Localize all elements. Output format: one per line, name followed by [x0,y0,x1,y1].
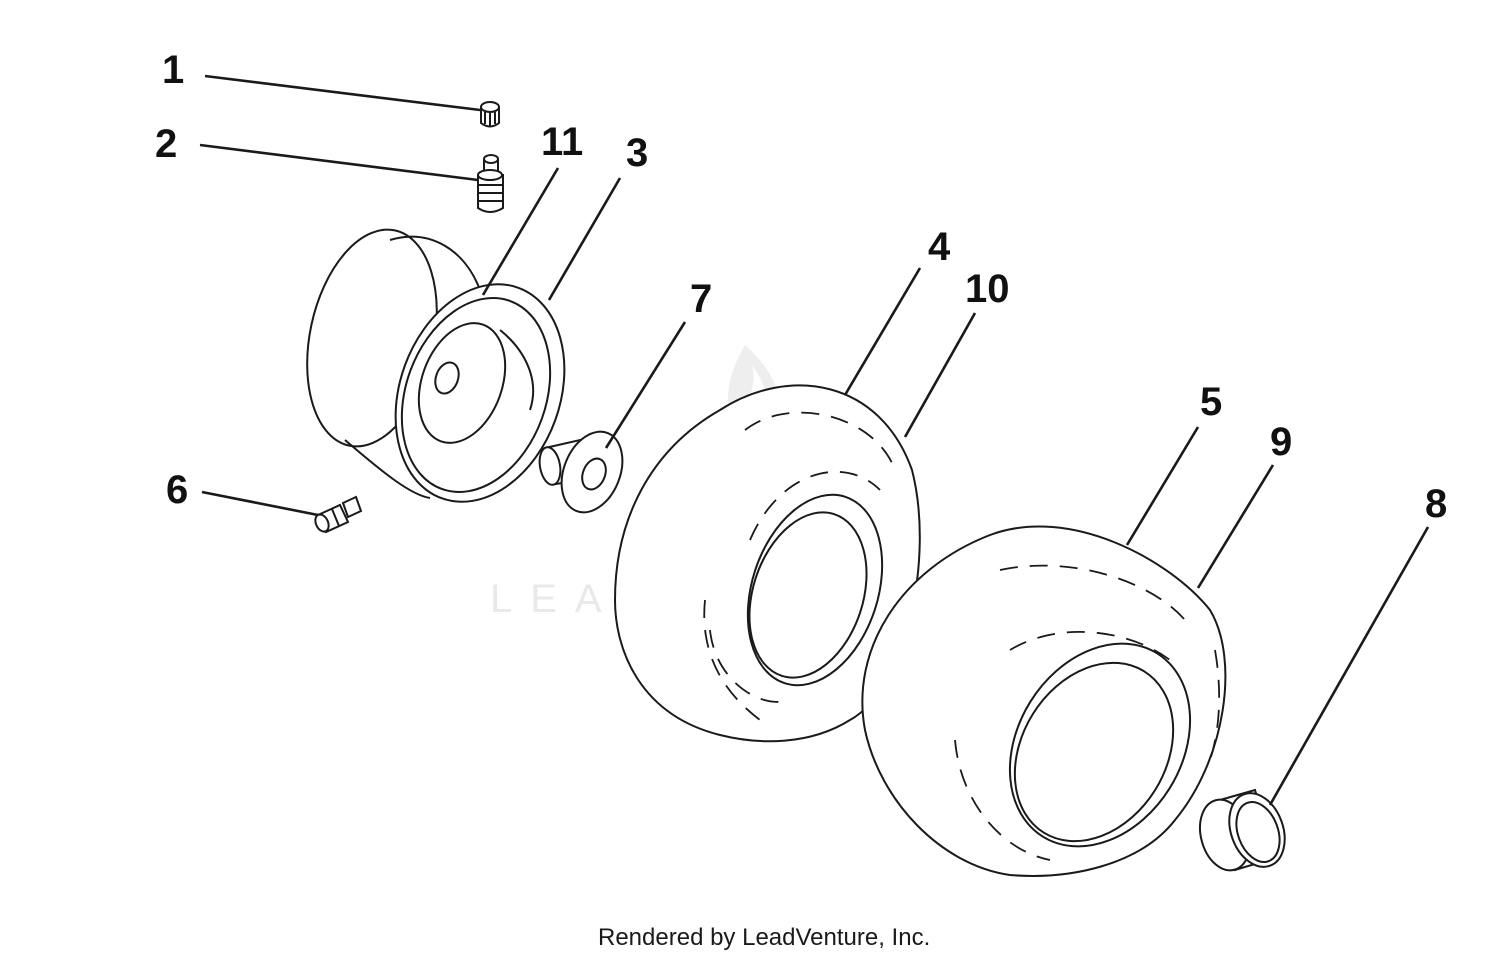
part-rim [306,228,566,503]
leader-1 [204,74,481,112]
leader-6 [201,490,319,517]
part-1-valve-cap [480,101,500,128]
leader-8 [1268,526,1430,806]
leader-5 [1125,426,1200,546]
part-4-tire [613,384,921,743]
part-5-tire [861,525,1227,877]
callout-4: 4 [928,225,951,269]
callout-2: 2 [155,122,177,166]
leader-11 [481,167,560,296]
callout-7: 7 [690,277,712,321]
footer-rendered-by: Rendered by LeadVenture, Inc. [598,924,930,951]
callout-5: 5 [1200,380,1222,424]
part-7-bushing [538,430,624,514]
callout-1: 1 [162,48,184,92]
part-2-valve-stem [477,154,504,213]
leader-9 [1196,464,1275,589]
leader-7 [604,321,687,449]
leader-2 [199,143,479,182]
callout-labels: 1 2 11 3 7 4 10 6 5 9 8 [155,48,1447,526]
part-6-grease-fitting [314,495,363,534]
leader-10 [903,312,977,438]
callout-10: 10 [965,267,1010,311]
leader-lines [199,74,1430,806]
callout-3: 3 [626,131,648,175]
part-8-hub-cap [1199,788,1286,872]
callout-9: 9 [1270,420,1292,464]
callout-8: 8 [1425,482,1447,526]
leader-3 [547,177,622,301]
leader-4 [843,267,922,396]
callout-11: 11 [541,120,583,164]
callout-6: 6 [166,468,188,512]
